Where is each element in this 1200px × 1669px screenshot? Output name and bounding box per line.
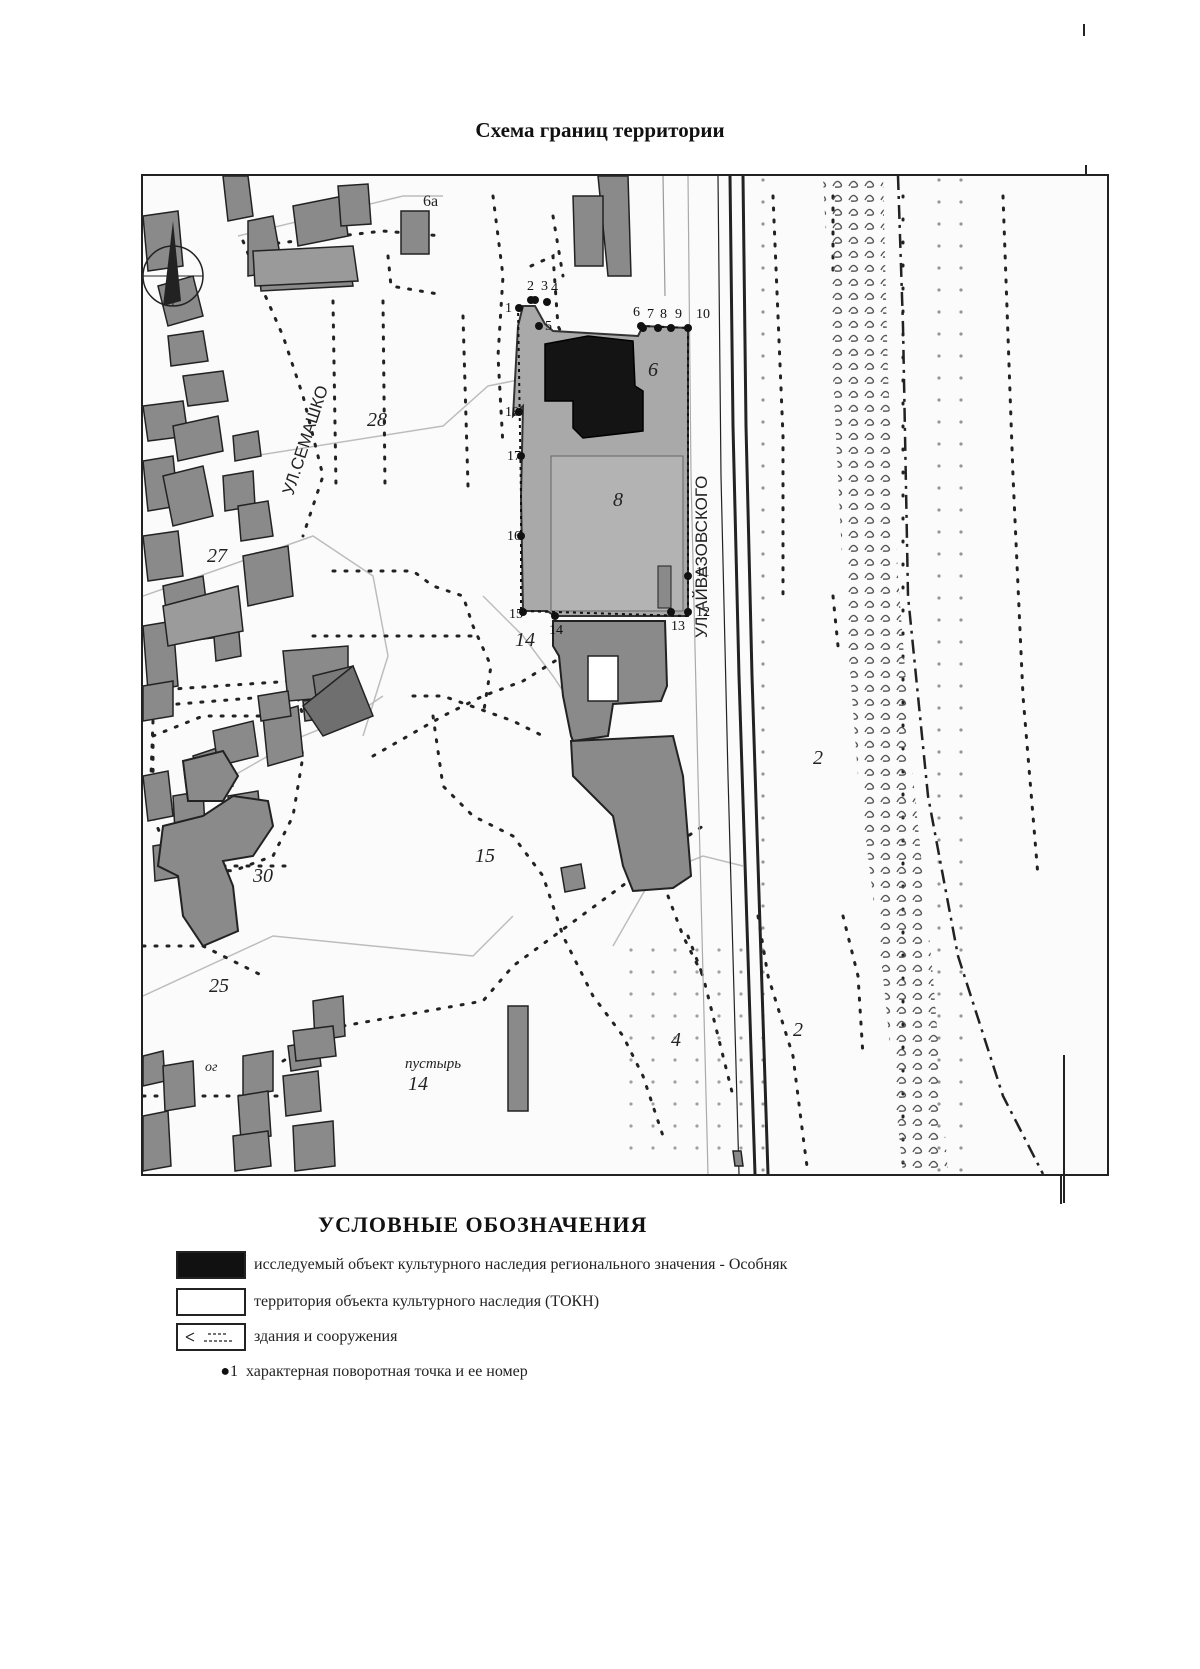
turning-point-label-16: 16	[507, 529, 521, 544]
turning-point-1[interactable]	[515, 304, 523, 312]
quarter-label-2a: 2	[813, 747, 823, 769]
quarter-label-30: 30	[252, 865, 273, 887]
frame-tick-right	[1063, 1055, 1065, 1203]
round-building	[181, 749, 240, 802]
turning-point-label-7: 7	[647, 307, 654, 322]
building-hatch-icon	[185, 1332, 234, 1342]
turning-point-4[interactable]	[543, 298, 551, 306]
turning-point-18[interactable]	[515, 408, 523, 416]
legend-title: УСЛОВНЫЕ ОБОЗНАЧЕНИЯ	[318, 1212, 648, 1237]
turning-point-10[interactable]	[684, 324, 692, 332]
turning-point-16[interactable]	[517, 532, 525, 540]
turning-point-17[interactable]	[517, 452, 525, 460]
north-arrow-icon	[143, 221, 204, 307]
turning-point-7[interactable]	[639, 324, 647, 332]
legend-text-territory: территория объекта культурного наследия …	[254, 1293, 600, 1310]
annex-building	[657, 565, 672, 609]
shoreline	[896, 176, 1045, 1174]
legend-swatch-territory	[176, 1288, 246, 1316]
turning-point-13[interactable]	[667, 608, 675, 616]
page-title: Схема границ территории	[475, 118, 725, 142]
turning-point-label-10: 10	[696, 307, 710, 322]
turning-point-label-14: 14	[549, 623, 563, 638]
quarter-label-6: 6	[648, 359, 658, 381]
turning-point-label-5: 5	[545, 319, 552, 334]
legend-item-object: исследуемый объект культурного наследия …	[176, 1250, 787, 1280]
quarter-label-6a: 6а	[423, 193, 438, 210]
quarter-label-25: 25	[209, 975, 229, 997]
legend-text-buildings: здания и сооружения	[254, 1328, 398, 1345]
quarter-label-15: 15	[475, 845, 495, 867]
road-lines	[662, 176, 770, 1174]
turning-point-label-1: 1	[505, 301, 512, 316]
turning-point-label-17: 17	[507, 449, 521, 464]
turning-point-8[interactable]	[654, 324, 662, 332]
quarter-label-14a: 14	[515, 629, 535, 651]
turning-point-15[interactable]	[519, 608, 527, 616]
turning-point-label-4: 4	[551, 281, 558, 296]
turning-point-label-15: 15	[509, 607, 523, 622]
turning-point-11[interactable]	[684, 572, 692, 580]
legend-swatch-buildings	[176, 1323, 246, 1351]
turning-point-label-11: 11	[696, 565, 709, 580]
turning-point-label-6: 6	[633, 305, 640, 320]
quarter-label-2b: 2	[793, 1019, 803, 1041]
turning-point-label-9: 9	[675, 307, 682, 322]
turning-point-icon: ●1	[220, 1363, 238, 1380]
turning-point-label-3: 3	[541, 279, 548, 294]
turning-point-label-18: 18	[505, 405, 519, 420]
quarter-label-4: 4	[671, 1029, 681, 1051]
legend-text-point: характерная поворотная точка и ее номер	[246, 1363, 528, 1380]
label-pustyr: пустырь	[405, 1056, 461, 1072]
turning-point-label-12: 12	[696, 605, 710, 620]
quarter-label-14b: 14	[408, 1073, 428, 1095]
turning-point-12[interactable]	[684, 608, 692, 616]
corner-mark	[1083, 24, 1085, 36]
turning-point-label-2: 2	[527, 279, 534, 294]
heritage-object[interactable]	[544, 335, 644, 439]
turning-point-label-8: 8	[660, 307, 667, 322]
turning-point-5[interactable]	[535, 322, 543, 330]
street-label-ayvazovskogo: УЛ.АЙВАЗОВСКОГО	[692, 476, 711, 638]
legend-item-territory: территория объекта культурного наследия …	[176, 1287, 599, 1317]
turning-point-14[interactable]	[551, 612, 559, 620]
building-south-2	[569, 734, 693, 893]
frame-tick-bottom	[1060, 1176, 1062, 1204]
street-label-semashko: УЛ.СЕМАШКО	[279, 383, 332, 497]
turning-point-9[interactable]	[667, 324, 675, 332]
turning-point-label-13: 13	[671, 619, 685, 634]
legend-item-buildings: здания и сооружения	[176, 1322, 397, 1352]
label-og: ог	[205, 1060, 218, 1075]
legend-text-object: исследуемый объект культурного наследия …	[254, 1256, 788, 1273]
quarter-label-27: 27	[207, 545, 228, 567]
legend-swatch-object	[176, 1251, 246, 1279]
quarter-label-8: 8	[613, 489, 623, 511]
courtyard-south	[587, 655, 619, 702]
embankment-trees	[823, 176, 948, 1174]
church-building	[156, 794, 275, 948]
turning-point-dots	[515, 296, 692, 620]
legend-item-point: ●1 характерная поворотная точка и ее ном…	[176, 1357, 528, 1387]
turning-point-3[interactable]	[531, 296, 539, 304]
quarter-label-28: 28	[367, 409, 387, 431]
green-area-sw	[623, 936, 743, 1156]
quarter-labels: 28 27 30 25 15 14 14 8 6 4 2 2 6а ог пус…	[205, 193, 823, 1095]
